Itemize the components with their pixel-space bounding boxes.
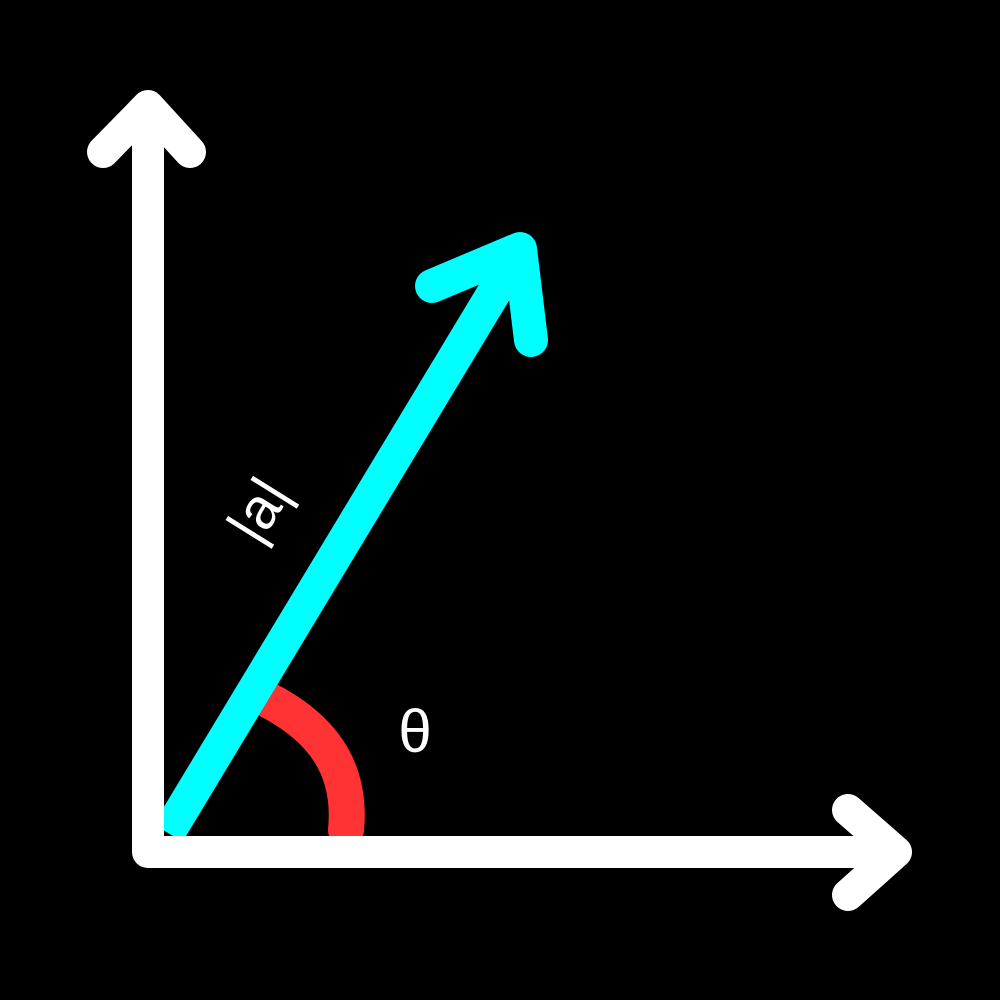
vector-a xyxy=(153,232,548,842)
y-axis-arrowhead xyxy=(87,90,206,168)
vector-a-shaft xyxy=(153,257,525,842)
x-axis-arrowhead xyxy=(832,794,912,911)
angle-theta-label: θ xyxy=(398,698,431,765)
vector-a-arrowhead xyxy=(415,232,548,357)
angle-arc xyxy=(250,682,365,848)
axes-lines xyxy=(132,98,908,868)
axes xyxy=(87,90,912,911)
